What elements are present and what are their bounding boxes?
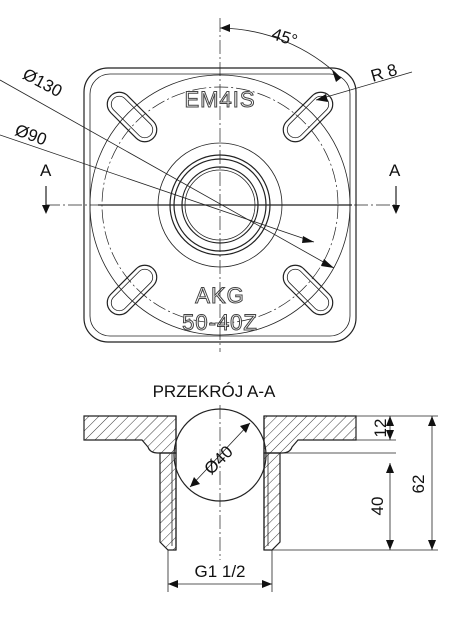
slot-bottom-right [282,264,334,316]
section-label-right: A [389,161,401,180]
emboss-top: EM4IS [184,87,255,112]
total-height-label: 62 [409,475,428,494]
slot-top-left [106,91,158,143]
outer-diameter-label: Ø130 [20,65,66,101]
emboss-bottom-2: 50-40Z [182,310,258,335]
section-view: PRZEKRÓJ A-A Ø40 G1 1/2 [83,382,438,592]
outer-diameter-leader [0,79,335,269]
section-label-left: A [40,161,52,180]
section-left-wall [159,452,177,551]
emboss-bottom-1: AKG [195,283,244,308]
thread-label: G1 1/2 [194,562,245,581]
radius-label: R 8 [369,60,400,86]
bore-diameter-label: Ø40 [201,442,237,478]
bolt-circle-leader [0,134,315,243]
section-right-flange [263,415,357,454]
section-right-wall [263,452,281,551]
section-title: PRZEKRÓJ A-A [153,382,276,401]
section-left-flange [83,415,177,454]
socket-depth-label: 40 [368,497,387,516]
slot-bottom-left [106,264,158,316]
angle-dimension-arc [219,27,342,79]
radius-leader [315,71,413,101]
angle-label: 45° [269,24,299,50]
plan-view: EM4IS AKG 50-40Z A A 45° R 8 Ø130 Ø90 [0,18,413,352]
bolt-circle-label: Ø90 [13,120,50,149]
flange-thickness-label: 12 [371,419,390,438]
